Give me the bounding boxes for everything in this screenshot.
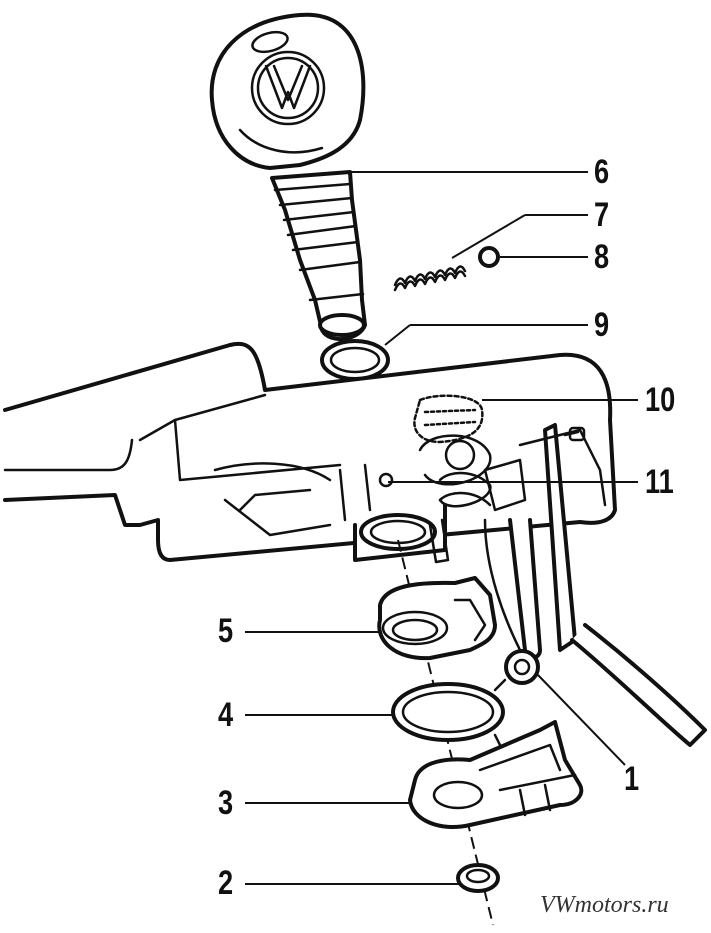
spring [393,265,467,292]
key-head [209,12,366,170]
ring-spring [391,678,507,747]
hidden-part-10 [413,394,484,444]
lock-cylinder [270,170,367,341]
watermark: VWmotors.ru [540,892,669,918]
callout-1: 1 [624,760,640,798]
callout-9: 9 [594,306,610,344]
vw-logo-icon [250,50,326,126]
callout-7: 7 [594,196,610,234]
ball [478,246,500,268]
callout-10: 10 [645,381,676,419]
rod-cable [483,518,707,747]
callout-5: 5 [218,612,234,650]
lever [408,720,584,830]
callout-2: 2 [218,864,234,902]
callout-8: 8 [594,238,610,276]
callout-3: 3 [218,784,234,822]
callout-4: 4 [218,696,234,734]
leader-lines [245,171,638,885]
callout-11: 11 [645,463,674,501]
seal-ring [320,339,390,381]
washer [456,863,500,893]
callout-6: 6 [594,153,610,191]
clip [377,576,497,661]
